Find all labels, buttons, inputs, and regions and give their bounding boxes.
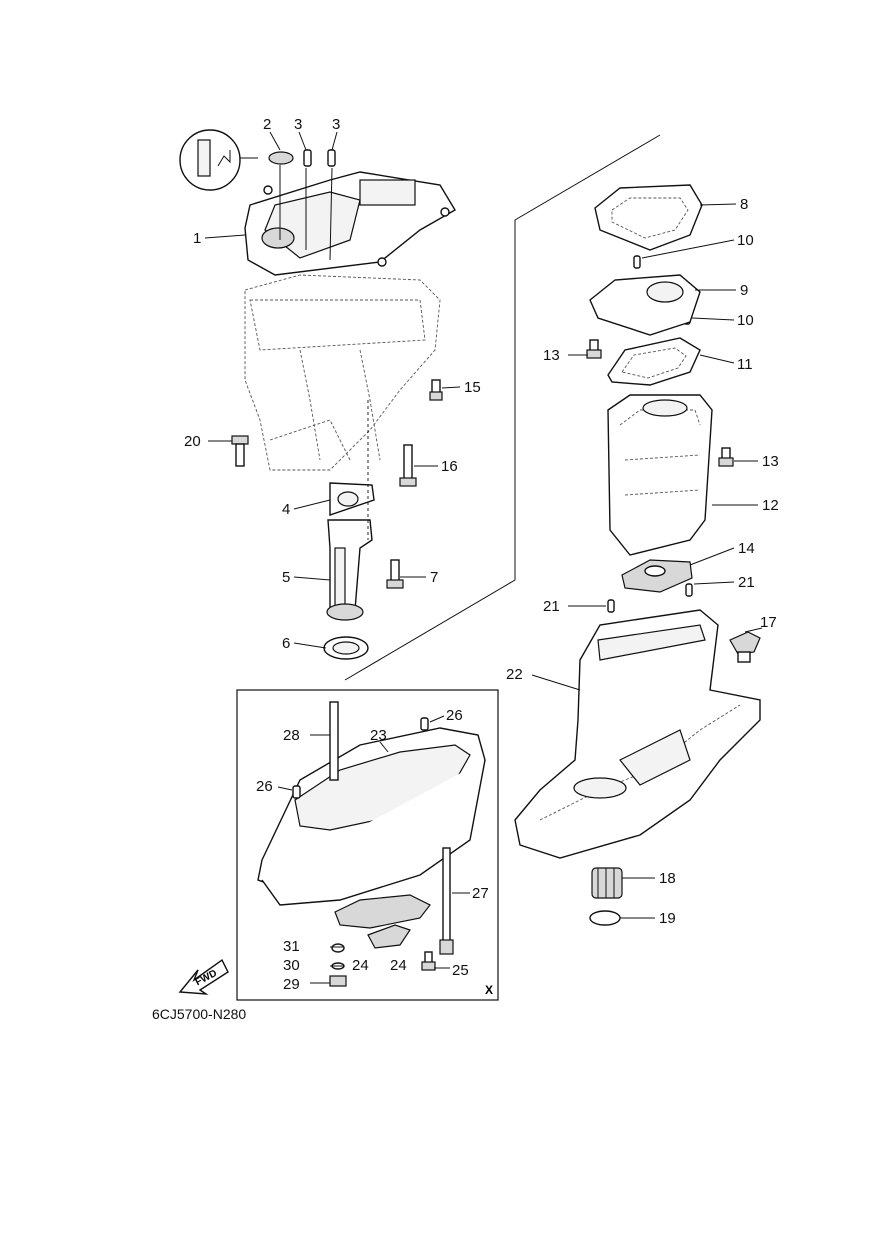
callout-8: 8 [740, 196, 748, 213]
callout-5: 5 [282, 569, 290, 586]
callout-31: 31 [283, 938, 300, 955]
detail-circle [179, 129, 258, 191]
bolt-part [718, 447, 734, 467]
callout-26: 26 [446, 707, 463, 724]
callout-27: 27 [472, 885, 489, 902]
bolt-part [386, 559, 404, 589]
muffler-part [607, 394, 713, 556]
callout-labels: 1 2 3 3 4 5 6 7 8 9 10 10 11 12 13 13 14… [184, 116, 779, 993]
dowel-pin-part [292, 785, 301, 799]
callout-11: 11 [737, 356, 753, 373]
callout-22: 22 [506, 666, 523, 683]
lower-casing-part [514, 609, 761, 859]
washer-part [268, 151, 294, 165]
callout-28: 28 [283, 727, 300, 744]
bolt-part [399, 444, 417, 487]
callout-3: 3 [332, 116, 340, 133]
callout-7: 7 [430, 569, 438, 586]
pump-gear-part [591, 867, 623, 899]
callout-19: 19 [659, 910, 676, 927]
casing-ghost-outline [244, 274, 441, 471]
exhaust-pipe-part [326, 519, 373, 621]
dowel-pin-part [420, 717, 429, 731]
dowel-pin-part [633, 255, 641, 269]
callout-10: 10 [737, 232, 754, 249]
plug-part [729, 631, 761, 663]
callout-3: 3 [294, 116, 302, 133]
seal-part [323, 636, 369, 660]
callout-6: 6 [282, 635, 290, 652]
callout-2: 2 [263, 116, 271, 133]
callout-4: 4 [282, 501, 290, 518]
callout-14: 14 [738, 540, 755, 557]
stud-bolt-part [442, 847, 451, 944]
bolt-part [586, 339, 602, 359]
upper-casing-plate-part [244, 171, 456, 276]
callout-10: 10 [737, 312, 754, 329]
washer-part [331, 943, 345, 953]
fwd-arrow-icon: FWD [178, 958, 229, 995]
callout-21: 21 [543, 598, 560, 615]
callout-26: 26 [256, 778, 273, 795]
dowel-pin-part [685, 583, 693, 597]
callout-21: 21 [738, 574, 755, 591]
callout-18: 18 [659, 870, 676, 887]
bolt-part [231, 435, 249, 467]
callout-29: 29 [283, 976, 300, 993]
callout-16: 16 [441, 458, 458, 475]
dowel-pin-part [327, 149, 336, 167]
inset-frame [236, 689, 499, 1001]
anode-part [367, 924, 411, 949]
stud-bolt-part [329, 701, 339, 781]
callout-12: 12 [762, 497, 779, 514]
anode-part [334, 894, 431, 929]
callout-13: 13 [762, 453, 779, 470]
exhaust-guide-part [589, 274, 701, 336]
callout-17: 17 [760, 614, 777, 631]
leader-lines [204, 131, 763, 984]
bolt-part [429, 379, 443, 401]
circlip-part [589, 910, 621, 926]
cavitation-plate-part [257, 727, 486, 906]
seal-part [621, 559, 693, 593]
callout-1: 1 [193, 230, 201, 247]
dowel-pin-part [607, 599, 615, 613]
callout-25: 25 [452, 962, 469, 979]
callout-30: 30 [283, 957, 300, 974]
nut-part [329, 975, 347, 987]
callout-9: 9 [740, 282, 748, 299]
callout-24: 24 [352, 957, 369, 974]
callout-15: 15 [464, 379, 481, 396]
callout-20: 20 [184, 433, 201, 450]
callout-23: 23 [370, 727, 387, 744]
dowel-pin-part [303, 149, 312, 167]
bolt-part [421, 951, 436, 971]
callout-13: 13 [543, 347, 560, 364]
group-separator-line [344, 134, 661, 681]
diagram-code: 6CJ5700-N280 [152, 1006, 247, 1022]
gasket-part [607, 337, 701, 386]
inset-mark: X [485, 983, 493, 997]
callout-24: 24 [390, 957, 407, 974]
gasket-part [594, 184, 703, 251]
